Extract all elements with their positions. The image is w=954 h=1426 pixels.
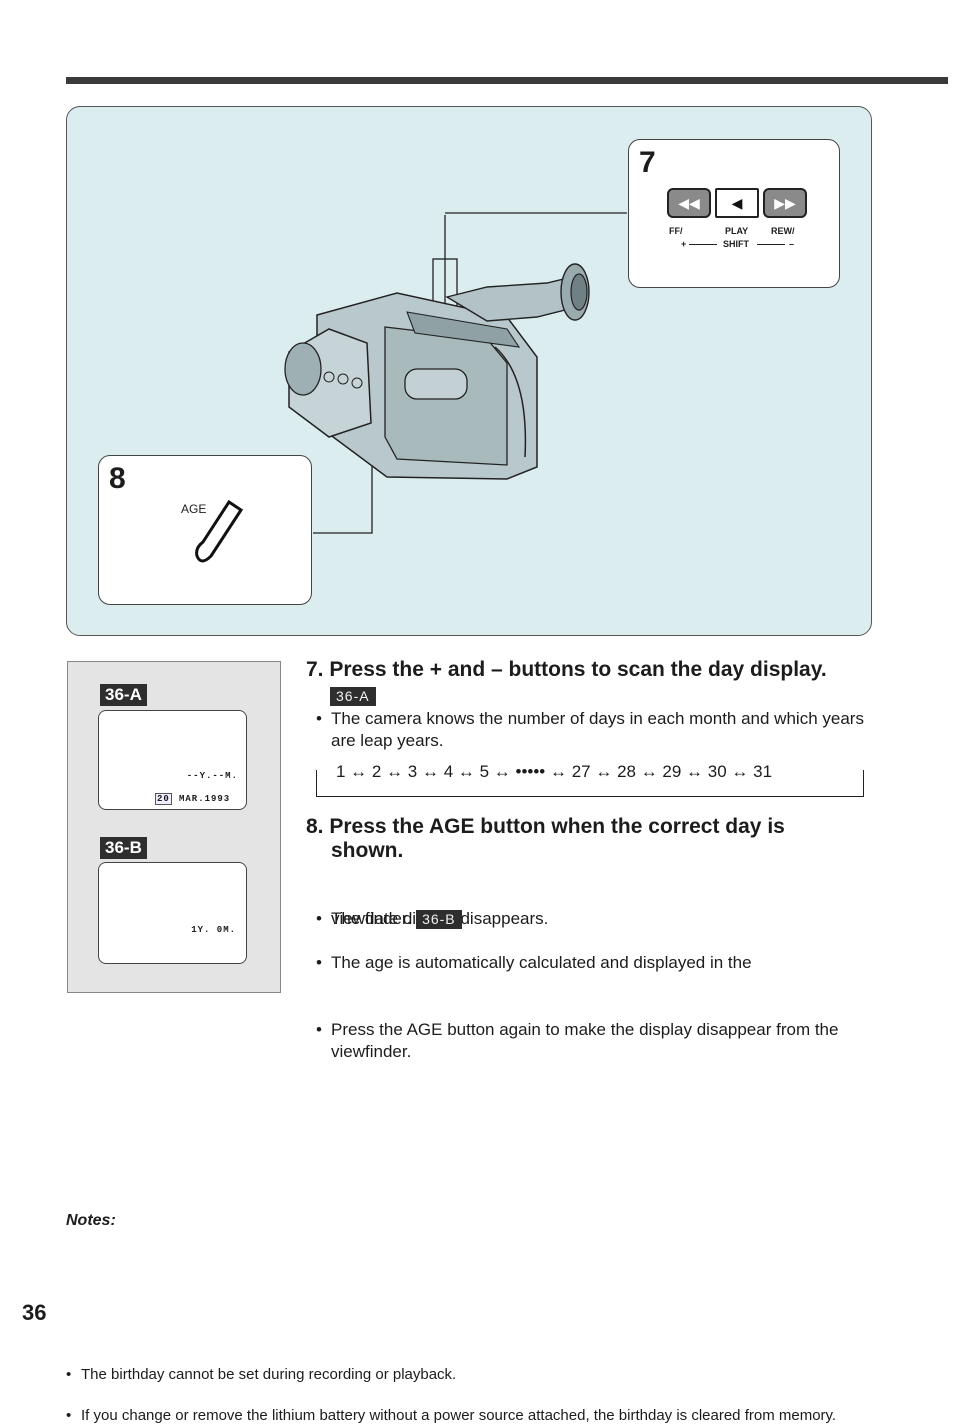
notes-title: Notes: (66, 1212, 116, 1229)
callout-step-8: 8 AGE (98, 455, 312, 605)
day-sequence: 1 ↔ 2 ↔ 3 ↔ 4 ↔ 5 ↔ ••••• ↔ 27 ↔ 28 ↔ 29… (332, 762, 777, 782)
viewfinder-screen-36-b: 1Y. 0M. (98, 862, 247, 964)
rewind-icon: ◀◀ (678, 195, 700, 211)
top-rule (66, 77, 948, 84)
day-value: 20 (157, 794, 170, 804)
step-8-heading-line-2: shown. (331, 839, 404, 862)
viewfinder-sidebar: 36-A --Y.--M. 20 MAR.1993 36-B 1Y. 0M. (67, 661, 281, 993)
age-button-icon (195, 499, 244, 563)
tag-36-a: 36-A (100, 684, 147, 706)
age-result-text: 1Y. 0M. (191, 925, 236, 935)
step-8-bullet-2-viewfinder: viewfinder. (331, 909, 412, 928)
step-7-ref-36-a: 36-A (330, 687, 376, 706)
callout-step-7: 7 ◀◀ ◀ ▶▶ FF/ PLAY REW/ + SHIFT – (628, 139, 840, 288)
play-icon: ◀ (731, 195, 743, 211)
viewfinder-screen-36-a: --Y.--M. 20 MAR.1993 (98, 710, 247, 810)
step-8-heading-line-1: 8. Press the AGE button when the correct… (306, 815, 785, 838)
tag-36-b: 36-B (100, 837, 147, 859)
camcorder-illustration-panel: 7 ◀◀ ◀ ▶▶ FF/ PLAY REW/ + SHIFT – 8 AGE (66, 106, 872, 636)
date-month-year: MAR.1993 (179, 794, 231, 804)
plus-label: + (681, 239, 687, 249)
note-item-2: If you change or remove the lithium batt… (66, 1406, 881, 1426)
minus-label: – (789, 239, 795, 249)
step-8-bullet-3: Press the AGE button again to make the d… (316, 1019, 891, 1063)
age-button-label: AGE (181, 502, 207, 516)
callout-8-number: 8 (109, 462, 126, 495)
fast-forward-button[interactable]: ▶▶ (763, 188, 807, 218)
step-8-bullet-2-cont: viewfinder. 36-B (331, 908, 462, 930)
minus-line (757, 244, 785, 245)
day-sequence-bracket (316, 770, 864, 797)
plus-line (689, 244, 717, 245)
play-button[interactable]: ◀ (715, 188, 759, 218)
note-item-1: The birthday cannot be set during record… (66, 1365, 881, 1385)
step-8-ref-36-b: 36-B (416, 910, 462, 930)
step-8-bullet-2: The age is automatically calculated and … (316, 952, 891, 974)
camcorder-drawing (284, 212, 627, 534)
callout-7-number: 7 (639, 146, 656, 179)
shift-label: SHIFT (723, 239, 749, 249)
blinking-day: 20 (155, 793, 172, 805)
age-placeholder-text: --Y.--M. (186, 771, 238, 781)
fast-forward-icon: ▶▶ (774, 195, 796, 211)
play-label: PLAY (725, 226, 749, 236)
step-7-bullet-1: The camera knows the number of days in e… (316, 708, 891, 752)
ff-label: FF/ (669, 226, 683, 236)
page-number: 36 (22, 1300, 47, 1325)
control-buttons: ◀◀ ◀ ▶▶ (667, 188, 807, 218)
step-7-heading: 7. Press the + and – buttons to scan the… (306, 658, 827, 681)
rew-label: REW/ (771, 226, 795, 236)
rewind-button[interactable]: ◀◀ (667, 188, 711, 218)
